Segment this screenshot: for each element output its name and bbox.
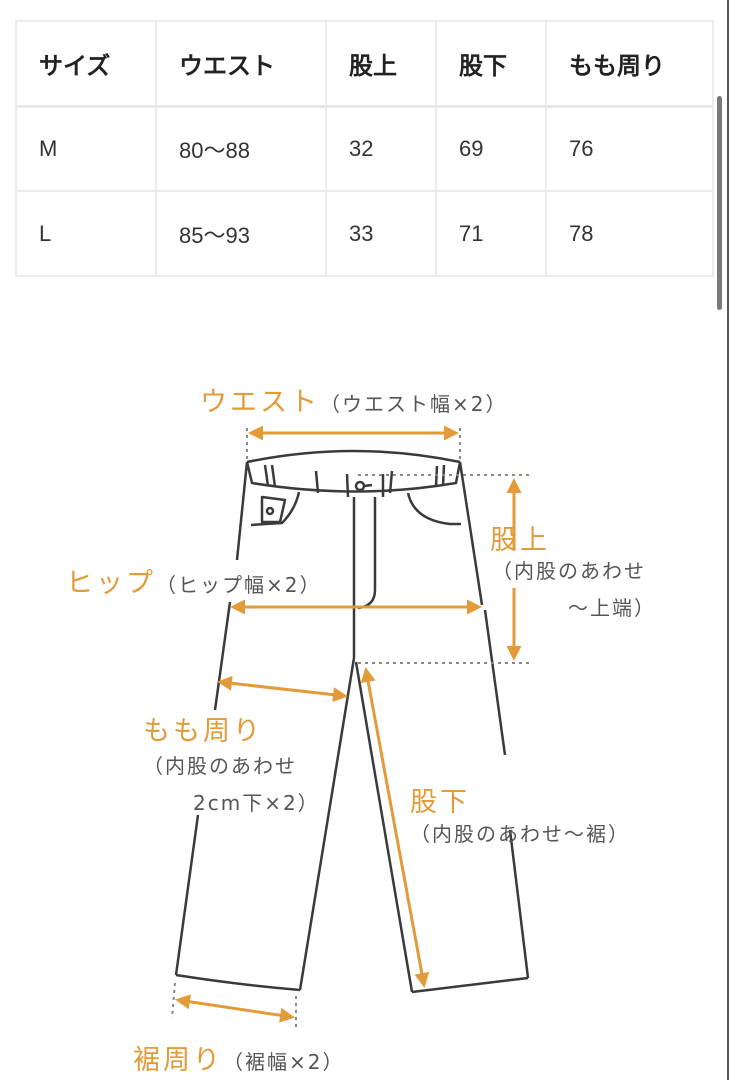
cell-thigh: 78 [545,190,714,277]
cell-size: M [15,105,157,192]
thigh-arrow-icon [217,675,348,703]
cell-inseam: 71 [435,190,547,277]
header-inseam: 股下 [435,20,547,108]
cell-inseam: 69 [435,105,547,192]
label-thigh: もも周り [143,716,263,747]
table-row: M 80〜88 32 69 76 [15,105,714,192]
measurement-arrows [175,425,522,1023]
header-size: サイズ [15,20,157,108]
cell-size: L [15,190,157,277]
label-hem: 裾周り（裾幅×2） [133,1045,345,1076]
cell-rise: 33 [325,190,437,277]
inseam-arrow-icon [360,667,430,988]
table-header-row: サイズ ウエスト 股上 股下 もも周り [15,20,714,108]
label-rise: 股上 [490,525,550,556]
header-rise: 股上 [325,20,437,108]
hem-arrow-icon [175,994,295,1023]
label-rise-note-1: （内股のあわせ [492,559,646,583]
label-inseam-note: （内股のあわせ〜裾） [410,822,630,846]
header-waist: ウエスト [155,20,327,108]
label-rise-note-2: 〜上端） [568,596,656,620]
size-table: サイズ ウエスト 股上 股下 もも周り M 80〜88 32 69 76 L 8… [15,20,714,277]
label-hip: ヒップ（ヒップ幅×2） [66,568,322,599]
label-thigh-note-2: 2cm下×2） [193,791,320,815]
header-thigh: もも周り [545,20,714,108]
label-thigh-note-1: （内股のあわせ [143,754,297,778]
cell-waist: 80〜88 [155,105,327,192]
label-inseam: 股下 [410,787,470,818]
window-edge [727,0,729,1080]
table-row: L 85〜93 33 71 78 [15,190,714,277]
vertical-scrollbar[interactable] [717,96,722,310]
cell-thigh: 76 [545,105,714,192]
label-waist: ウエスト（ウエスト幅×2） [200,387,508,418]
cell-waist: 85〜93 [155,190,327,277]
guide-lines [171,428,530,1030]
cell-rise: 32 [325,105,437,192]
